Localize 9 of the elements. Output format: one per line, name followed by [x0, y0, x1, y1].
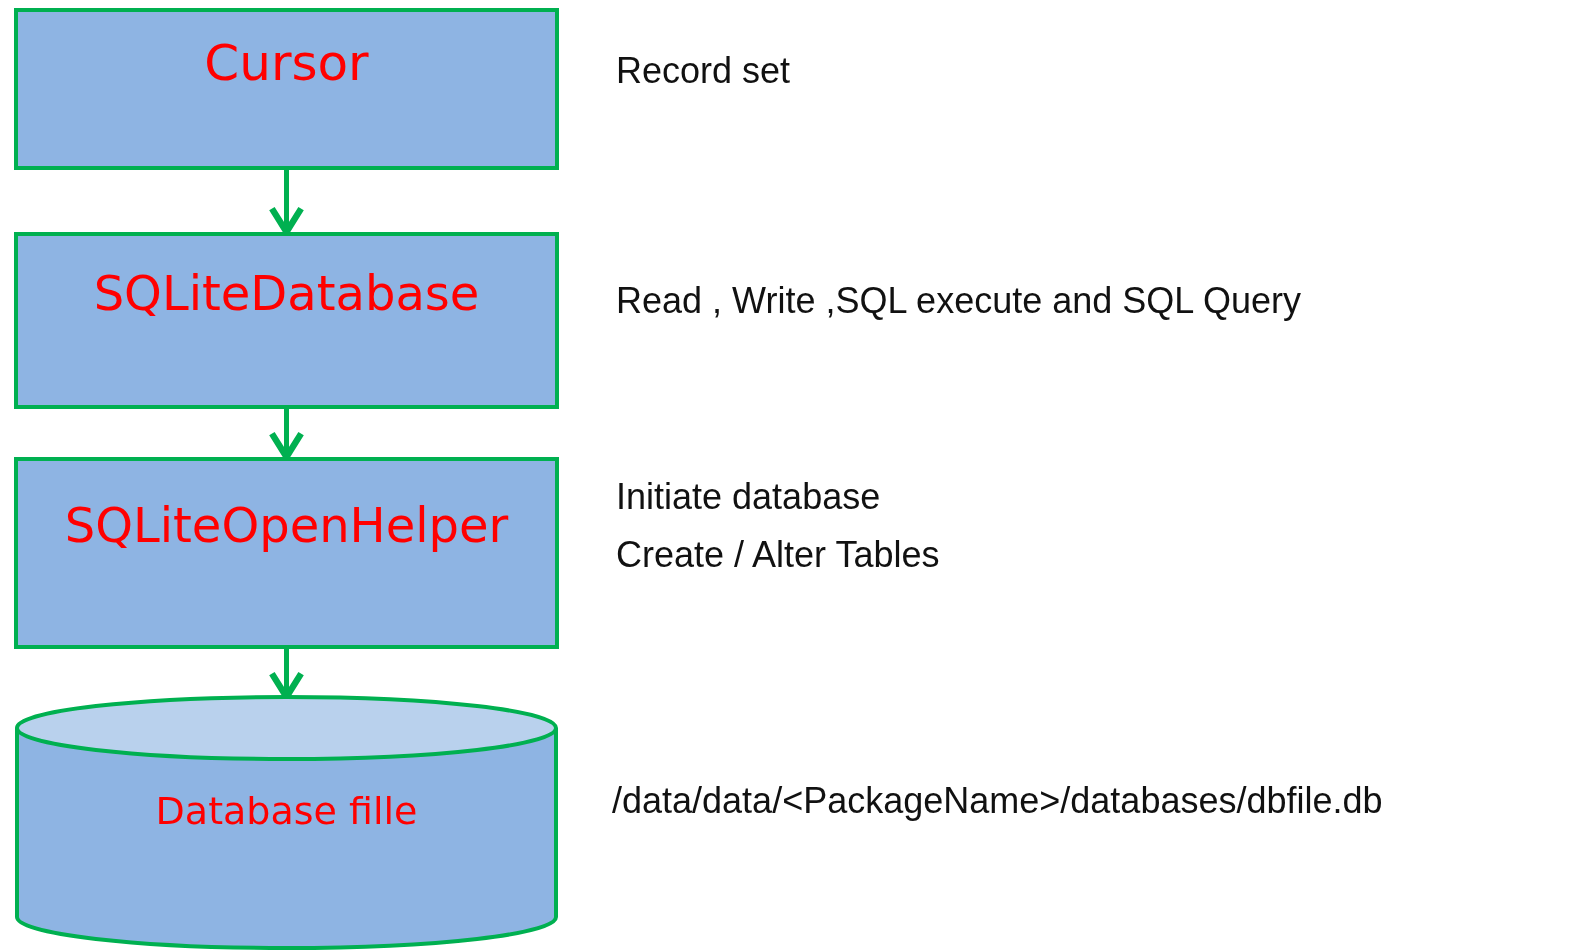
description-text: Read , Write ,SQL execute and SQL Query	[616, 280, 1301, 322]
node-label: SQLiteDatabase	[92, 265, 481, 322]
node-label: Cursor	[203, 34, 370, 92]
description-text: /data/data/<PackageName>/databases/dbfile.db	[612, 780, 1383, 822]
description-text: Initiate database	[616, 476, 881, 518]
node-label: Database fille	[154, 789, 419, 834]
description-text: Record set	[616, 50, 791, 92]
node-label: SQLiteOpenHelper	[63, 497, 510, 554]
description-text: Create / Alter Tables	[616, 534, 940, 576]
